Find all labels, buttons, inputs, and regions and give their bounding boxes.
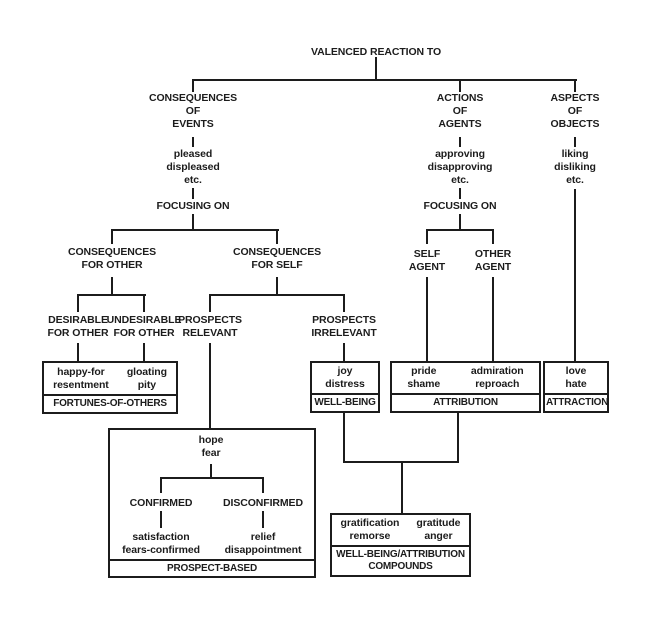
connector-line bbox=[457, 413, 459, 462]
node-prospects-irrelevant: PROSPECTS IRRELEVANT bbox=[311, 314, 377, 339]
box-cells: love hate bbox=[545, 363, 607, 393]
label-well-being: WELL-BEING bbox=[312, 393, 378, 411]
box-attraction: love hate ATTRACTION bbox=[543, 361, 609, 413]
label-prospect-based: PROSPECT-BASED bbox=[110, 559, 314, 576]
node-consequences-for-other: CONSEQUENCES FOR OTHER bbox=[67, 246, 157, 271]
connector-line bbox=[401, 461, 403, 513]
connector-line bbox=[192, 188, 194, 199]
node-focusing-on-events: FOCUSING ON bbox=[156, 200, 230, 212]
connector-line bbox=[160, 477, 264, 479]
node-disconfirmed: DISCONFIRMED bbox=[223, 497, 303, 509]
connector-line bbox=[574, 79, 576, 92]
connector-line bbox=[492, 229, 494, 244]
node-valenced-reaction: VALENCED REACTION TO bbox=[310, 46, 442, 58]
box-fortunes-of-others: happy-for resentment gloating pity FORTU… bbox=[42, 361, 178, 414]
connector-line bbox=[426, 277, 428, 361]
label-compounds: WELL-BEING/ATTRIBUTION COMPOUNDS bbox=[332, 545, 469, 575]
node-consequences-for-self: CONSEQUENCES FOR SELF bbox=[232, 246, 322, 271]
connector-line bbox=[209, 294, 345, 296]
cell-happy-for-resentment: happy-for resentment bbox=[53, 365, 109, 391]
node-self-agent: SELF AGENT bbox=[408, 248, 446, 273]
node-undesirable-for-other: UNDESIRABLE FOR OTHER bbox=[106, 314, 182, 339]
connector-line bbox=[375, 57, 377, 80]
box-cells: gratification remorse gratitude anger bbox=[332, 515, 469, 545]
box-compounds: gratification remorse gratitude anger WE… bbox=[330, 513, 471, 577]
connector-line bbox=[143, 294, 145, 312]
node-focusing-on-agents: FOCUSING ON bbox=[423, 200, 497, 212]
label-attraction: ATTRACTION bbox=[545, 393, 608, 411]
label-fortunes-of-others: FORTUNES-OF-OTHERS bbox=[44, 394, 176, 412]
box-well-being: joy distress WELL-BEING bbox=[310, 361, 380, 413]
connector-line bbox=[262, 477, 264, 493]
node-prospects-relevant: PROSPECTS RELEVANT bbox=[178, 314, 242, 339]
cell-love-hate: love hate bbox=[565, 365, 587, 390]
box-cells: happy-for resentment gloating pity bbox=[44, 363, 176, 394]
node-hope-fear: hope fear bbox=[198, 434, 224, 459]
connector-line bbox=[77, 294, 146, 296]
connector-line bbox=[574, 189, 576, 361]
node-approving-disapproving: approving disapproving etc. bbox=[427, 148, 493, 186]
connector-line bbox=[459, 137, 461, 147]
node-desirable-for-other: DESIRABLE FOR OTHER bbox=[47, 314, 109, 339]
connector-line bbox=[192, 79, 577, 81]
connector-line bbox=[192, 79, 194, 92]
cell-pride-shame: pride shame bbox=[407, 365, 441, 390]
connector-line bbox=[192, 214, 194, 231]
connector-line bbox=[209, 343, 211, 428]
node-pleased-displeased: pleased displeased etc. bbox=[166, 148, 220, 186]
node-consequences-of-events: CONSEQUENCES OF EVENTS bbox=[148, 92, 238, 130]
cell-gratitude-anger: gratitude anger bbox=[416, 517, 461, 542]
box-attribution: pride shame admiration reproach ATTRIBUT… bbox=[390, 361, 541, 413]
connector-line bbox=[426, 229, 494, 231]
cell-joy-distress: joy distress bbox=[325, 365, 365, 390]
connector-line bbox=[343, 343, 345, 361]
connector-line bbox=[426, 229, 428, 244]
connector-line bbox=[160, 477, 162, 493]
label-attribution: ATTRIBUTION bbox=[392, 393, 539, 411]
connector-line bbox=[343, 294, 345, 312]
connector-line bbox=[160, 511, 162, 528]
node-confirmed: CONFIRMED bbox=[129, 497, 193, 509]
connector-line bbox=[192, 137, 194, 147]
connector-line bbox=[210, 464, 212, 478]
connector-line bbox=[276, 229, 278, 244]
cell-admiration-reproach: admiration reproach bbox=[470, 365, 524, 390]
connector-line bbox=[492, 277, 494, 361]
connector-line bbox=[77, 294, 79, 312]
node-satisfaction-fears-confirmed: satisfaction fears-confirmed bbox=[122, 531, 200, 556]
connector-line bbox=[343, 413, 345, 462]
connector-line bbox=[276, 277, 278, 295]
box-prospect-based: PROSPECT-BASED bbox=[108, 428, 316, 578]
box-cells: pride shame admiration reproach bbox=[392, 363, 539, 393]
connector-line bbox=[111, 229, 279, 231]
connector-line bbox=[459, 188, 461, 199]
box-cells: joy distress bbox=[312, 363, 378, 393]
connector-line bbox=[143, 343, 145, 361]
connector-line bbox=[77, 343, 79, 361]
connector-line bbox=[111, 277, 113, 295]
node-aspects-of-objects: ASPECTS OF OBJECTS bbox=[550, 92, 600, 130]
connector-line bbox=[459, 214, 461, 231]
cell-gloating-pity: gloating pity bbox=[126, 365, 167, 391]
node-other-agent: OTHER AGENT bbox=[474, 248, 512, 273]
node-liking-disliking: liking disliking etc. bbox=[554, 148, 596, 186]
node-relief-disappointment: relief disappointment bbox=[224, 531, 302, 556]
connector-line bbox=[574, 137, 576, 147]
cell-gratification-remorse: gratification remorse bbox=[340, 517, 400, 542]
connector-line bbox=[459, 79, 461, 92]
connector-line bbox=[209, 294, 211, 312]
node-actions-of-agents: ACTIONS OF AGENTS bbox=[436, 92, 484, 130]
connector-line bbox=[262, 511, 264, 528]
connector-line bbox=[111, 229, 113, 244]
